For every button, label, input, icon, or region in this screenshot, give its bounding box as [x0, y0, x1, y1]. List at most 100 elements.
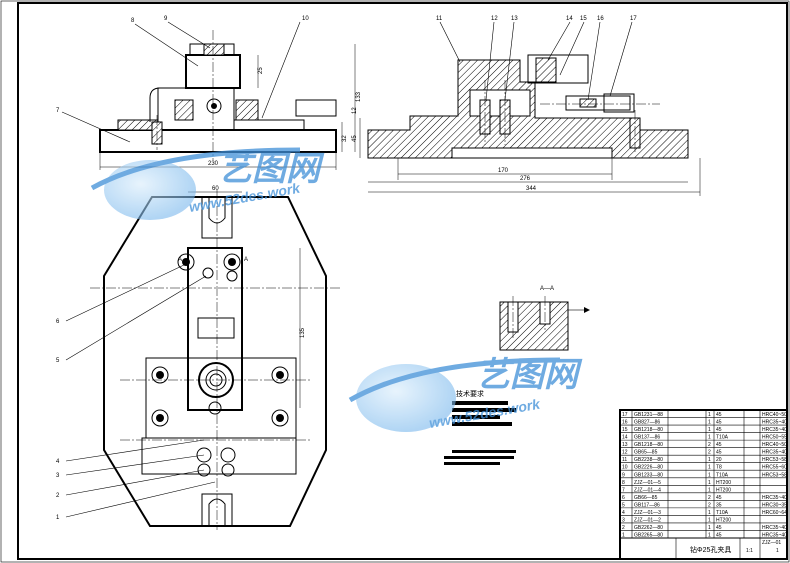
callout-9: 9 [164, 16, 168, 22]
parts-cell-qty: 1 [708, 525, 711, 531]
globe-logo-icon [104, 160, 196, 220]
parts-cell-mat: 45 [716, 420, 722, 426]
parts-cell-note: HRC35~40 [762, 427, 787, 433]
callout-1: 1 [56, 515, 60, 521]
callout-2: 2 [56, 493, 60, 499]
parts-cell-mat: 45 [716, 442, 722, 448]
parts-cell-std: ZJZ—01—5 [634, 480, 661, 486]
dim-height-133: 133 [356, 91, 362, 102]
parts-cell-no: 7 [622, 487, 625, 493]
callout-14: 14 [566, 16, 573, 22]
drawing-title: 钻Φ25孔夹具 [690, 545, 731, 554]
parts-cell-note: HRC35~40 [762, 533, 787, 539]
dim-width-230: 230 [208, 161, 219, 167]
callout-7: 7 [56, 108, 60, 114]
technical-notes: 技术要求 [444, 389, 516, 465]
parts-cell-qty: 1 [708, 420, 711, 426]
callout-12: 12 [491, 16, 498, 22]
parts-cell-no: 8 [622, 480, 625, 486]
parts-cell-std: GB2262—80 [634, 525, 663, 531]
parts-cell-std: GB2238—80 [634, 457, 663, 463]
parts-cell-no: 6 [622, 495, 625, 501]
parts-cell-no: 17 [622, 412, 628, 418]
section-mark-a-right: A [244, 257, 248, 263]
dim-height-12: 12 [352, 107, 358, 114]
parts-cell-note: HRC35~40 [762, 495, 787, 501]
parts-cell-qty: 1 [708, 427, 711, 433]
parts-cell-std: GB65—85 [634, 450, 658, 456]
section-mark-a-left: A [178, 257, 182, 263]
parts-cell-std: GB1231—88 [634, 412, 663, 418]
callout-10: 10 [302, 16, 309, 22]
parts-cell-note: HRC60~64 [762, 510, 787, 516]
parts-cell-no: 15 [622, 427, 628, 433]
table-row: 17 GB1231—88 1 45 HRC40~50 [620, 412, 787, 418]
parts-cell-note: HRC35~40 [762, 450, 787, 456]
parts-cell-note: HRC35~40 [762, 420, 787, 426]
parts-cell-note: HRC30~35 [762, 502, 787, 508]
parts-cell-std: ZJZ—01—2 [634, 517, 661, 523]
callout-13: 13 [511, 16, 518, 22]
parts-cell-qty: 1 [708, 480, 711, 486]
parts-cell-no: 1 [622, 533, 625, 539]
parts-cell-note: HRC53~58 [762, 457, 787, 463]
parts-cell-mat: 20 [716, 457, 722, 463]
watermark-cn-top: 艺图网 [218, 150, 325, 188]
dim-width-276: 276 [520, 176, 531, 182]
table-row: 7 ZJZ—01—4 1 HT200 [620, 487, 787, 493]
dim-length-135: 135 [300, 327, 306, 338]
parts-cell-note: HRC53~58 [762, 472, 787, 478]
parts-cell-mat: 45 [716, 525, 722, 531]
parts-cell-std: ZJZ—01—3 [634, 510, 661, 516]
parts-cell-no: 11 [622, 457, 627, 463]
callout-3: 3 [56, 473, 60, 479]
parts-cell-no: 3 [622, 517, 625, 523]
parts-cell-qty: 1 [708, 412, 711, 418]
parts-cell-std: GB1233—80 [634, 472, 663, 478]
front-view: 230 133 25 32 8 9 10 7 [56, 16, 362, 170]
parts-cell-no: 2 [622, 525, 625, 531]
callout-4: 4 [56, 459, 60, 465]
parts-cell-note: HRC40~50 [762, 412, 787, 418]
drawing-frame [17, 2, 788, 560]
parts-cell-no: 10 [622, 465, 628, 471]
parts-cell-mat: HT200 [716, 487, 731, 493]
callout-5: 5 [56, 358, 60, 364]
callout-17: 17 [630, 16, 637, 22]
callout-11: 11 [436, 16, 443, 22]
parts-cell-qty: 1 [708, 510, 711, 516]
parts-cell-qty: 2 [708, 442, 711, 448]
callout-16: 16 [597, 16, 604, 22]
parts-cell-mat: T10A [716, 510, 729, 516]
parts-cell-std: GB117—86 [634, 502, 660, 508]
sheet-number: 1 [776, 548, 779, 554]
parts-cell-mat: 45 [716, 412, 722, 418]
dim-height-45: 45 [352, 135, 358, 142]
parts-cell-mat: 45 [716, 533, 722, 539]
parts-cell-no: 9 [622, 472, 625, 478]
parts-cell-std: ZJZ—01—4 [634, 487, 661, 493]
parts-cell-mat: T10A [716, 435, 729, 441]
plan-view: 60 135 A A 6 5 4 3 2 1 [56, 186, 340, 530]
drawing-number: ZJZ—01 [762, 540, 781, 546]
parts-cell-note: HRC35~40 [762, 525, 787, 531]
parts-cell-mat: 45 [716, 495, 722, 501]
parts-cell-std: GB2226—80 [634, 465, 663, 471]
watermark-top: 艺图网 www.52des.work [90, 147, 325, 220]
parts-cell-mat: T10A [716, 472, 729, 478]
dim-width-60: 60 [212, 186, 219, 192]
parts-cell-mat: 45 [716, 427, 722, 433]
parts-cell-qty: 1 [708, 487, 711, 493]
parts-cell-no: 13 [622, 442, 628, 448]
parts-cell-no: 5 [622, 502, 625, 508]
dim-width-344: 344 [526, 186, 537, 192]
